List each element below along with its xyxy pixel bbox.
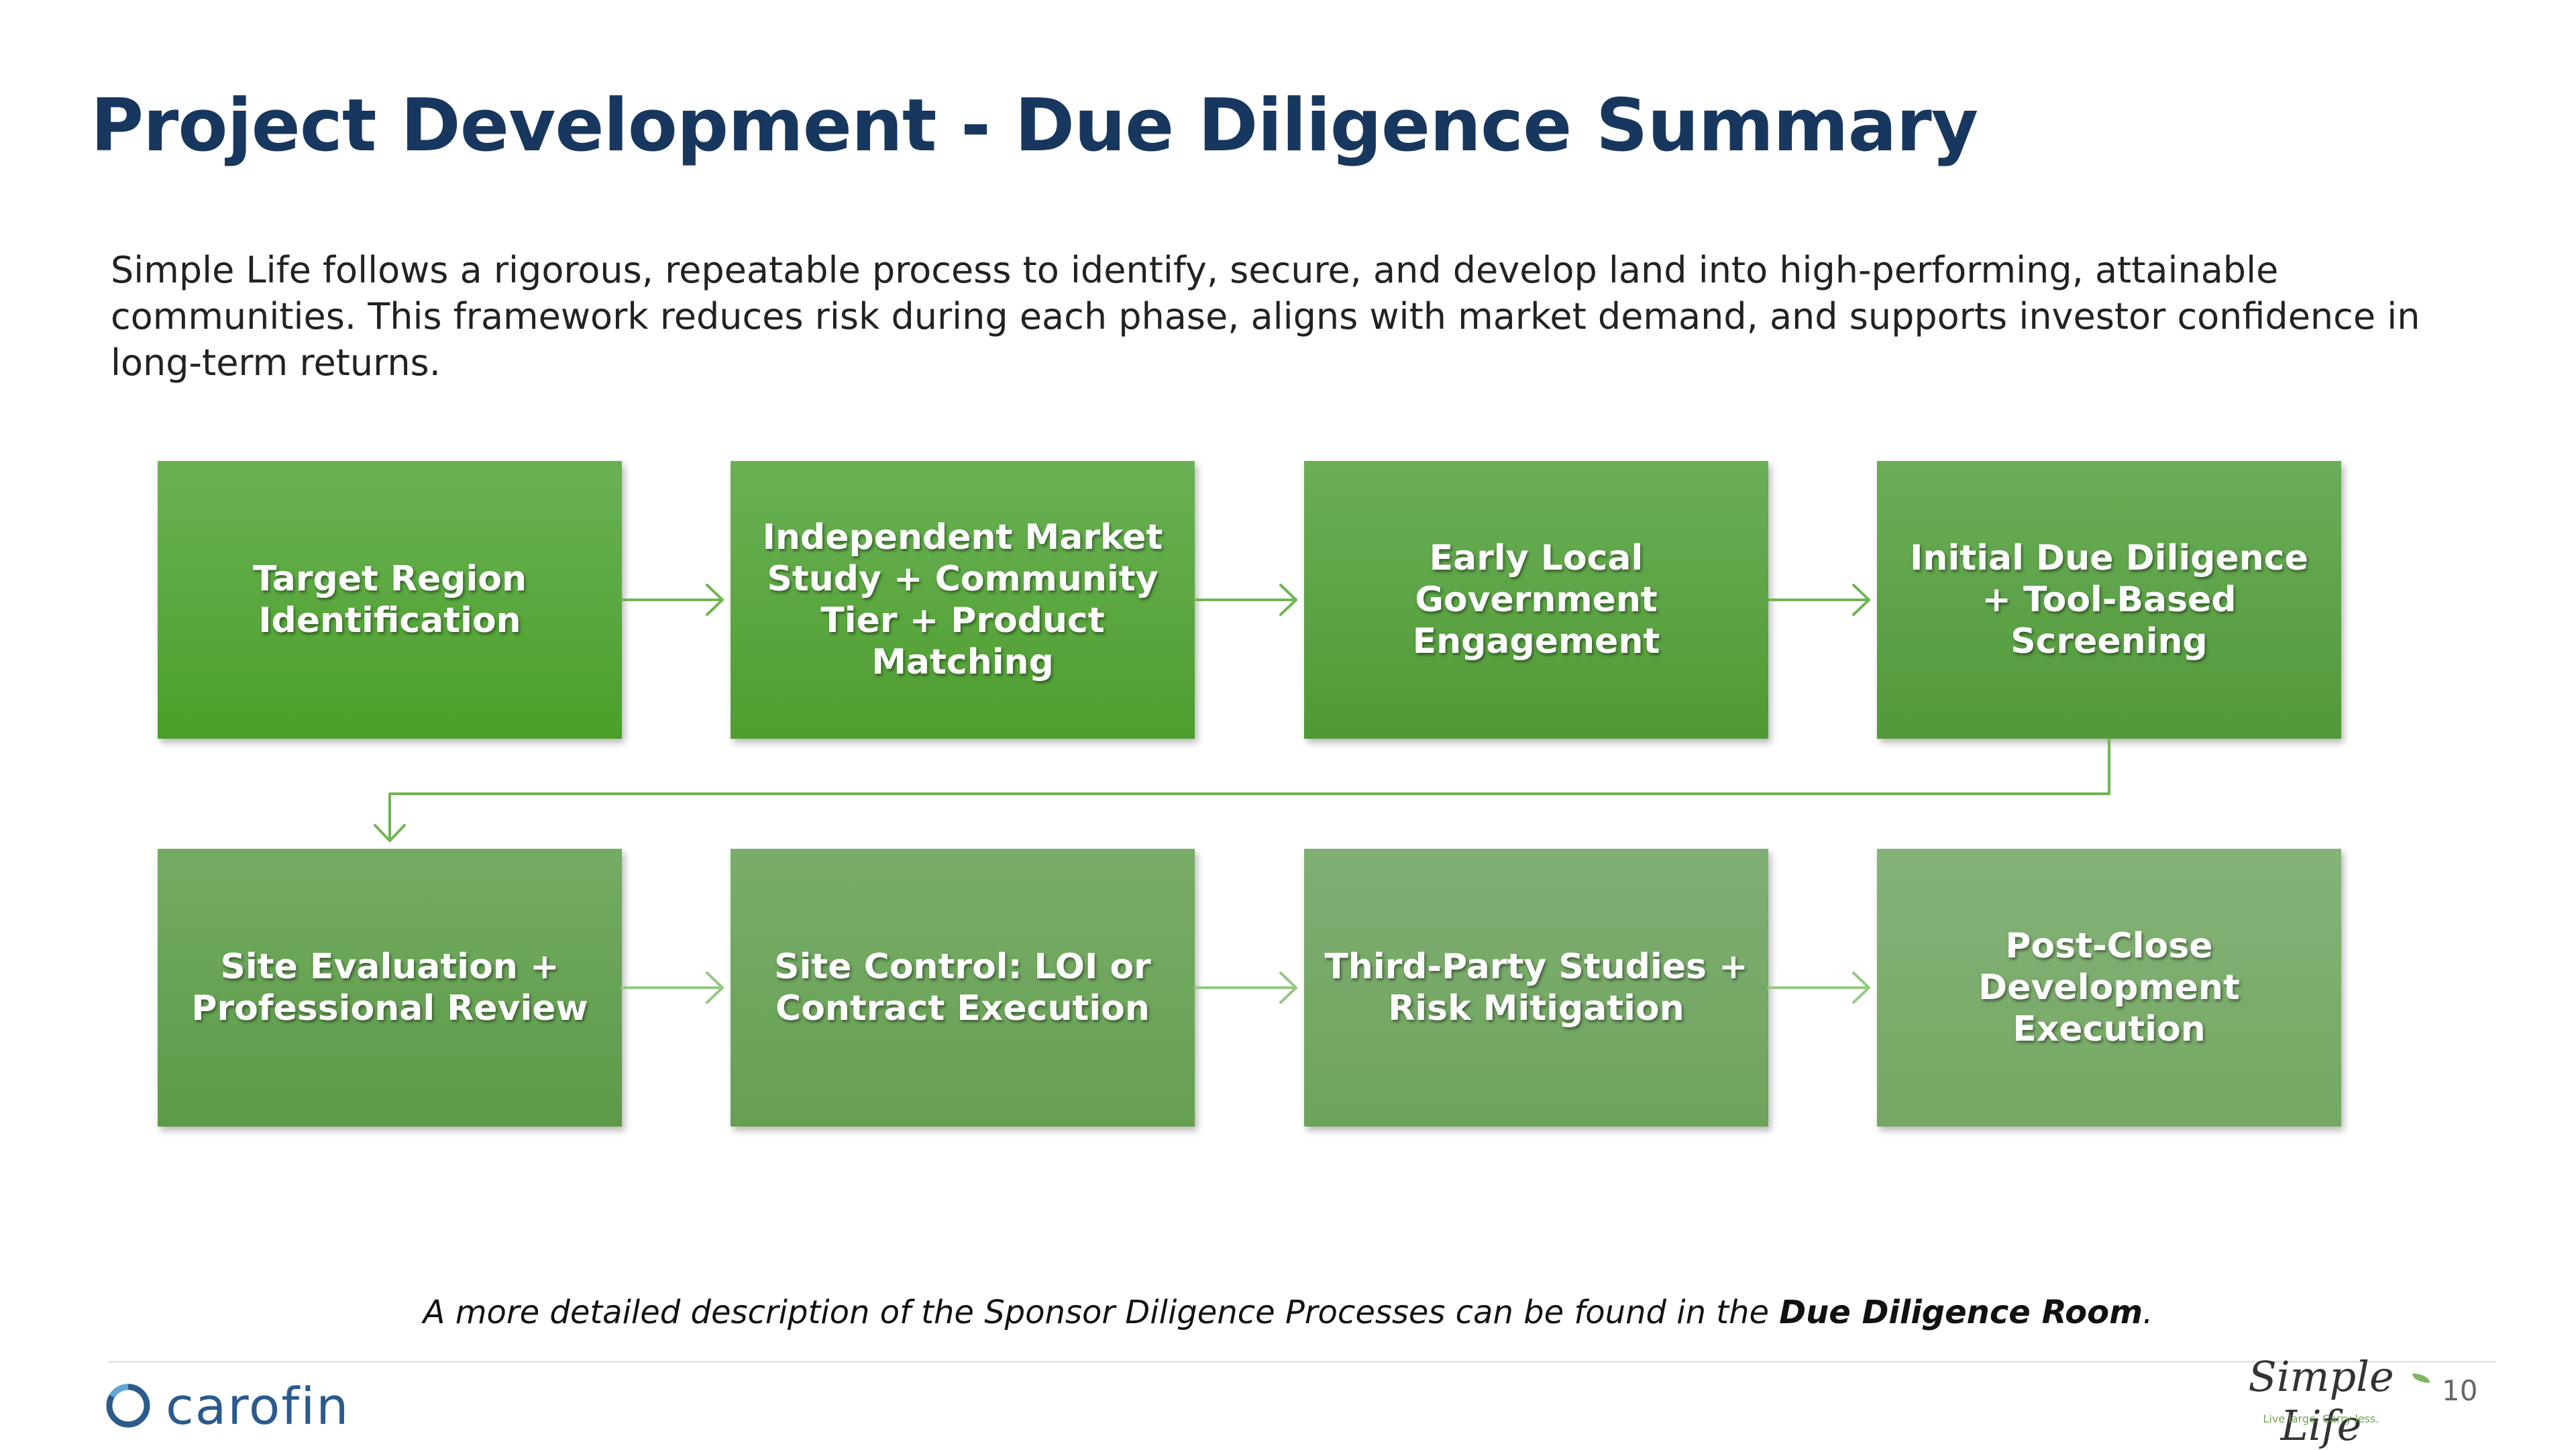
arrow-connector-5-6 — [621, 972, 724, 1004]
arrow-connector-6-7 — [1193, 972, 1297, 1004]
carofin-wordmark: carofin — [166, 1376, 350, 1436]
simple-life-logo: Simple Life Live large. Carry less. — [2214, 1352, 2430, 1450]
intro-paragraph: Simple Life follows a rigorous, repeatab… — [111, 249, 2420, 384]
due-diligence-room-reference: Due Diligence Room — [1779, 1294, 2143, 1331]
process-step-4: Initial Due Diligence + Tool-Based Scree… — [1877, 461, 2341, 739]
simple-life-tagline: Live large. Carry less. — [2263, 1412, 2379, 1425]
process-step-8: Post-Close Development Execution — [1877, 849, 2341, 1127]
footer-divider — [107, 1361, 2496, 1363]
process-step-7: Third-Party Studies + Risk Mitigation — [1304, 849, 1768, 1127]
arrow-connector-7-8 — [1767, 972, 1870, 1004]
process-step-label: Initial Due Diligence + Tool-Based Scree… — [1910, 538, 2308, 662]
process-step-label: Post-Close Development Execution — [1978, 926, 2240, 1049]
process-step-label: Third-Party Studies + Risk Mitigation — [1324, 947, 1748, 1029]
footnote-end: . — [2143, 1294, 2153, 1331]
process-step-6: Site Control: LOI or Contract Execution — [731, 849, 1195, 1127]
process-step-label: Independent Market Study + Community Tie… — [762, 517, 1163, 682]
arrow-connector-2-3 — [1193, 584, 1297, 616]
carofin-ring-icon — [106, 1384, 150, 1428]
process-step-label: Target Region Identification — [252, 559, 527, 641]
arrow-connector-3-4 — [1767, 584, 1870, 616]
process-step-5: Site Evaluation + Professional Review — [158, 849, 622, 1127]
page-number: 10 — [2442, 1374, 2478, 1407]
process-step-2: Independent Market Study + Community Tie… — [731, 461, 1195, 739]
footnote-text: A more detailed description of the Spons… — [423, 1294, 1780, 1331]
process-step-label: Site Control: LOI or Contract Execution — [774, 947, 1151, 1029]
footnote: A more detailed description of the Spons… — [0, 1294, 2576, 1331]
process-step-1: Target Region Identification — [158, 461, 622, 739]
process-step-label: Site Evaluation + Professional Review — [191, 947, 588, 1029]
simple-life-wordmark: Simple Life — [2248, 1352, 2394, 1450]
page-title: Project Development - Due Diligence Summ… — [91, 84, 1978, 168]
arrow-connector-1-2 — [621, 584, 724, 616]
process-step-3: Early Local Government Engagement — [1304, 461, 1768, 739]
process-step-label: Early Local Government Engagement — [1412, 538, 1660, 662]
carofin-logo: carofin — [104, 1372, 350, 1439]
elbow-connector-4-5 — [374, 737, 2110, 842]
